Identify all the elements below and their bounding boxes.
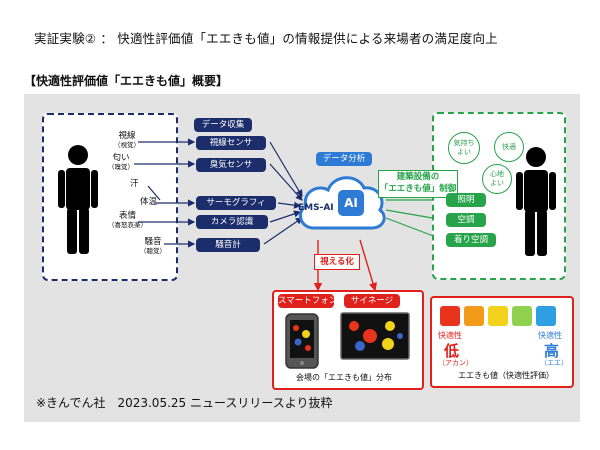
signage-label: サイネージ [344, 294, 400, 308]
sensor-gaze: 視線センサ [196, 136, 266, 150]
face-blue-icon [536, 306, 556, 326]
scale-high-sub: （エエ） [540, 359, 568, 367]
page-title: 実証実験② ： 快適性評価値「エエきも値」の情報提供による来場者の満足度向上 [34, 31, 498, 46]
scale-low: 低 [444, 342, 460, 360]
data-analysis-label: データ分析 [316, 152, 372, 166]
feeling-cozy: 心地 よい [482, 164, 512, 194]
sense-expression: 表情（喜怒哀楽） [108, 211, 147, 229]
output-wear-aircon: 着り空調 [446, 233, 496, 247]
scale-low-sub: （アカン） [438, 359, 473, 367]
feeling-comfortable: 快適 [494, 132, 524, 162]
sensor-odor: 臭気センサ [196, 158, 266, 172]
cloud-name: EMS-AI [298, 203, 334, 213]
sensor-thermography: サーモグラフィ [196, 196, 276, 210]
sense-smell: 匂い（嗅覚） [108, 153, 134, 171]
output-lighting: 照明 [446, 193, 486, 207]
sensor-noise-meter: 騒音計 [196, 238, 260, 252]
output-aircon: 空調 [446, 213, 486, 227]
ai-badge: AI [338, 190, 364, 216]
person-right-icon [516, 147, 556, 256]
person-left-icon [58, 145, 98, 254]
face-red-icon [440, 306, 460, 326]
sense-sight: 視線（視覚） [114, 131, 140, 149]
sense-temperature: 体温 [140, 197, 158, 207]
smartphone-label: スマートフォン [278, 294, 338, 308]
visualize-label: 視える化 [314, 254, 360, 270]
section-title: 【快適性評価値「エエきも値」概要】 [24, 74, 229, 88]
scale-high: 高 [544, 342, 560, 360]
control-label: 建築設備の 「エエきも値」制御 [378, 170, 458, 198]
smartphone-icon [285, 313, 319, 369]
face-yellow-icon [488, 306, 508, 326]
distribution-caption: 会場の「エエきも値」分布 [296, 373, 392, 382]
feeling-pleasant: 気持ち よい [448, 132, 480, 164]
sense-noise: 騒音（聴覚） [140, 237, 166, 255]
scale-high-top: 快適性 [538, 331, 562, 340]
data-collection-label: データ収集 [194, 118, 252, 132]
scale-low-top: 快適性 [438, 331, 462, 340]
sensor-camera: カメラ認識 [196, 215, 268, 229]
scale-caption: エエきも値（快適性評価） [458, 371, 554, 380]
sense-sweat: 汗 [130, 179, 139, 189]
source-note: ※きんでん社 2023.05.25 ニュースリリースより抜粋 [36, 396, 333, 410]
signage-icon [340, 312, 410, 360]
face-green-icon [512, 306, 532, 326]
face-orange-icon [464, 306, 484, 326]
